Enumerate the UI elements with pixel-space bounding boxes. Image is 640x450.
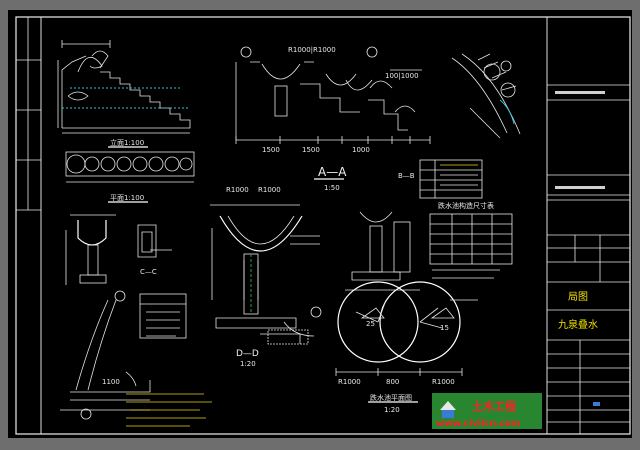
dim-800-plan: 800 <box>386 378 399 386</box>
watermark-logo <box>432 393 542 429</box>
general-notes <box>126 393 212 427</box>
dim-r1000-bowl-right: R1000 <box>258 186 281 194</box>
curved-cascade-plan <box>451 53 521 139</box>
plan-label: 平面1:100 <box>110 194 144 202</box>
title-block-name: 局图 <box>568 291 588 303</box>
dimension-table <box>429 213 513 279</box>
section-aa-scale: 1:50 <box>324 184 340 192</box>
dim-100-1000: 100|1000 <box>385 72 419 80</box>
section-cc <box>65 214 172 285</box>
title-block-project: 九泉叠水 <box>558 318 598 331</box>
cascade-elevation <box>57 40 191 134</box>
overlapping-circle-plan <box>335 281 478 376</box>
dim-15: 15 <box>440 324 449 332</box>
table-title: 跌水池构造尺寸表 <box>438 201 494 210</box>
bowl-detail <box>210 204 322 345</box>
dim-1500-left: 1500 <box>262 146 280 154</box>
cascade-plan <box>65 151 195 183</box>
dim-1100: 1100 <box>102 378 120 386</box>
dim-r1000-bowl-left: R1000 <box>226 186 249 194</box>
section-cc-label: C—C <box>140 268 157 276</box>
section-aa-label: A—A <box>318 165 347 179</box>
pillar-detail <box>345 211 420 291</box>
elevation-label: 立面1:100 <box>110 138 144 147</box>
plan-detail-label: 跌水池平面图 <box>370 393 412 402</box>
dim-r1000-plan-left: R1000 <box>338 378 361 386</box>
title-block <box>546 16 631 435</box>
dim-1000: 1000 <box>352 146 370 154</box>
section-aa <box>235 46 431 144</box>
section-bb-label: B—B <box>398 172 415 180</box>
watermark-url: www.civilcn.com <box>436 419 520 429</box>
watermark-title: 土木工程 <box>472 399 516 413</box>
note-table-top <box>419 159 483 199</box>
dim-r1000-pair: R1000|R1000 <box>288 46 336 54</box>
left-binding-strip <box>15 16 42 435</box>
section-dd-label: D—D <box>236 349 259 359</box>
notes-block-left <box>139 293 187 339</box>
dim-25: 25 <box>366 320 375 328</box>
drawing-background <box>8 10 632 438</box>
dim-r1000-plan-right: R1000 <box>432 378 455 386</box>
detail-scale-dd: 1:20 <box>240 360 256 368</box>
plan-detail-scale: 1:20 <box>384 406 400 414</box>
dim-1500-mid: 1500 <box>302 146 320 154</box>
